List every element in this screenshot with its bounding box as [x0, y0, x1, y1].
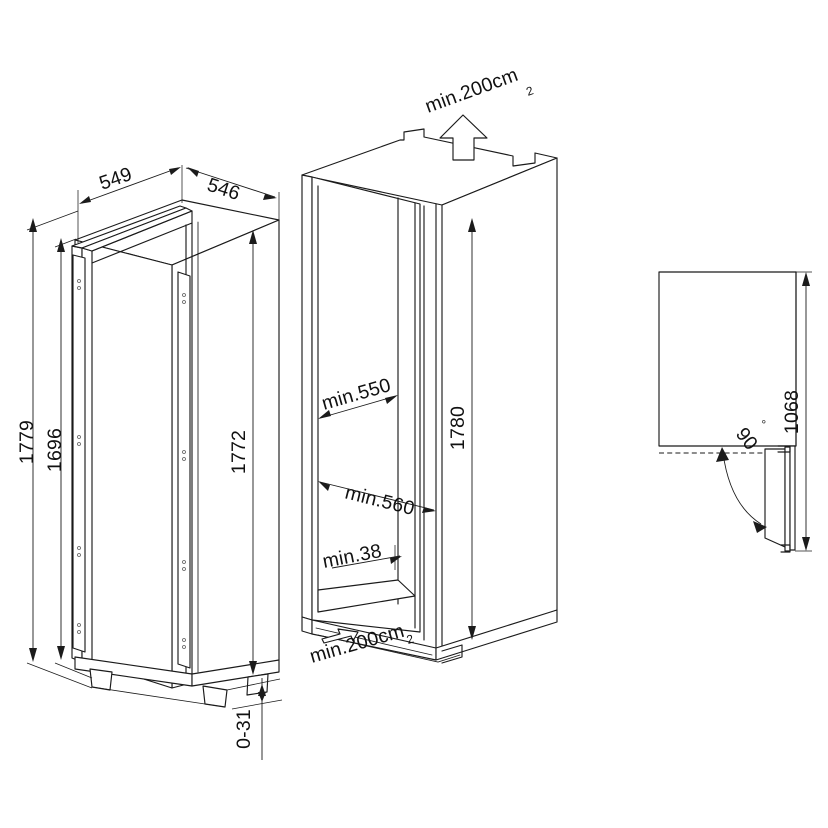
hinge-screw-group-right	[182, 293, 186, 649]
hinge-screw-group-left	[77, 279, 81, 634]
top-vent-label-superscript: 2	[524, 83, 535, 99]
appliance-hinge-strip-left	[72, 254, 86, 653]
swing-arrow-top	[716, 447, 729, 462]
plan-open-door-panel	[764, 448, 786, 548]
plan-door-hinge-bracket	[777, 445, 791, 453]
plan-open-door-slab-inner	[789, 445, 796, 551]
niche-base-outer-edge	[441, 644, 463, 664]
dimension-546-label: 546	[204, 174, 242, 205]
swing-arrow-bottom	[753, 521, 767, 533]
dimension-1780-label: 1780	[447, 406, 469, 450]
top-vent-label: min.200cm	[422, 64, 521, 118]
dimension-1696: 1696	[44, 238, 93, 679]
appliance-view: 549 546 1779 1696	[16, 163, 283, 760]
niche-interior-floor	[317, 579, 416, 613]
appliance-foot-rear-right	[246, 673, 269, 696]
niche-left-outer-face	[301, 174, 313, 621]
plan-cabinet-body	[658, 271, 797, 447]
niche-plinth-front	[301, 616, 313, 635]
dimension-549-label: 549	[96, 163, 134, 195]
bottom-vent-label-superscript: 2	[405, 631, 416, 646]
vent-arrow-left-icon	[321, 628, 359, 644]
appliance-hinge-strip-right	[177, 271, 191, 669]
dimension-1068-label: 1068	[781, 390, 803, 434]
appliance-top-rail-edge	[91, 210, 193, 264]
dimension-0-31: 0-31	[226, 678, 283, 760]
dimension-1780: 1780	[447, 218, 476, 640]
niche-base-inner-line	[315, 627, 433, 656]
plan-door-foot-bracket	[780, 544, 791, 553]
appliance-base-side	[191, 659, 280, 687]
dimension-0-31-label: 0-31	[233, 709, 255, 749]
dimension-1068: 1068	[781, 271, 812, 552]
niche-view: min.200cm 2 min.200cm 2 min.550 min.560	[301, 64, 558, 668]
dimension-1696-label: 1696	[44, 428, 66, 472]
plan-view: 90 ° 1068	[658, 271, 812, 553]
dimension-1772: 1772	[228, 230, 257, 675]
dimension-1779: 1779	[16, 210, 93, 689]
swing-arc	[722, 452, 762, 525]
niche-right-outer-face	[441, 157, 558, 652]
niche-base-side	[435, 609, 558, 661]
niche-base-inner-line-2	[317, 634, 461, 663]
vent-arrow-up-icon	[439, 114, 488, 161]
plan-open-door-slab-outer	[784, 446, 791, 552]
dimension-1772-label: 1772	[228, 430, 250, 474]
dimension-1779-label: 1779	[16, 420, 38, 464]
appliance-base-bottom-line	[91, 686, 226, 708]
